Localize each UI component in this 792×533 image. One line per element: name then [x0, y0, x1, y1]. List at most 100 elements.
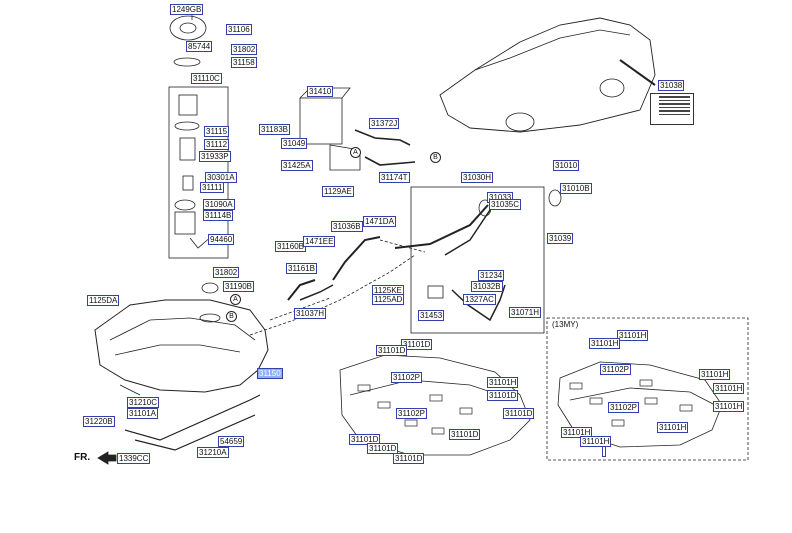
part-label[interactable]: 31101D [487, 390, 519, 401]
part-label[interactable]: 1339CC [117, 453, 151, 464]
part-label[interactable]: 1249GB [170, 4, 204, 15]
part-label[interactable]: 31071H [509, 307, 542, 318]
part-label[interactable]: 31101H [713, 383, 745, 394]
part-label[interactable]: 31101D [349, 434, 381, 445]
part-label[interactable]: 31101D [401, 339, 433, 350]
fuel-filter [179, 137, 196, 161]
part-label[interactable]: 31174T [379, 172, 410, 183]
part-label[interactable]: 31102P [396, 408, 427, 419]
part-label[interactable]: 31101H [487, 377, 519, 388]
part-label[interactable]: 1327AC [463, 294, 496, 305]
variant-label: (13MY) [552, 320, 579, 329]
part-label[interactable]: 31160B [275, 241, 306, 252]
filler-hose [332, 236, 381, 281]
fuel-tank [94, 299, 269, 393]
part-label[interactable]: 31101D [503, 408, 535, 419]
sender-cap [201, 282, 219, 294]
filler-neck-box [410, 186, 545, 334]
vent-hose [354, 129, 411, 146]
part-label[interactable]: 31210C [127, 397, 160, 408]
part-label[interactable]: 31114B [203, 210, 234, 221]
part-label[interactable]: 31102P [608, 402, 639, 413]
part-label[interactable]: 31101D [367, 443, 399, 454]
part-label[interactable]: 1125AD [372, 294, 405, 305]
part-label[interactable]: 31234 [478, 270, 505, 281]
part-label[interactable]: 94460 [208, 234, 235, 245]
part-label[interactable]: 1471EE [303, 236, 336, 247]
ref-circle: B [226, 311, 237, 322]
part-label[interactable]: 31036B [331, 221, 363, 232]
part-label[interactable]: 31102P [391, 372, 422, 383]
part-label[interactable]: 31101D [376, 345, 408, 356]
part-label[interactable]: 31158 [231, 57, 257, 68]
pump-flange [178, 94, 198, 116]
pump-motor [182, 175, 194, 191]
part-label[interactable]: 31410 [307, 86, 334, 97]
part-label[interactable]: 31101D [393, 453, 425, 464]
part-label[interactable]: 31220B [83, 416, 115, 427]
front-direction-label: FR. [74, 452, 91, 463]
part-label[interactable]: 31101H [580, 436, 612, 447]
part-label[interactable]: 1471DA [363, 216, 396, 227]
part-label[interactable]: 31101H [589, 338, 621, 349]
part-label[interactable]: 31101A [127, 408, 158, 419]
part-label[interactable]: 31112 [204, 139, 230, 150]
part-label[interactable]: 31425A [281, 160, 313, 171]
part-label[interactable]: 31038 [658, 80, 685, 91]
part-label[interactable]: 31183B [259, 124, 290, 135]
part-label[interactable]: 31111 [200, 182, 225, 193]
part-label[interactable]: 31037H [294, 308, 327, 319]
part-label[interactable]: 31161B [286, 263, 317, 274]
part-label[interactable]: 31030H [461, 172, 494, 183]
part-label[interactable]: 31372J [369, 118, 400, 129]
part-label[interactable]: 31035C [489, 199, 522, 210]
part-label[interactable]: 31010 [553, 160, 580, 171]
part-label[interactable]: 31110C [191, 73, 222, 84]
ref-circle: A [230, 294, 241, 305]
ref-circle: A [350, 147, 361, 158]
part-label[interactable]: 31210A [197, 447, 229, 458]
gasket-ring [173, 57, 201, 67]
fuel-door [548, 189, 562, 207]
part-label[interactable]: 31115 [204, 126, 230, 137]
pump-cover [169, 15, 207, 41]
tank-strap [124, 394, 261, 441]
part-label[interactable]: 31802 [231, 44, 258, 55]
part-label[interactable]: 54659 [218, 436, 245, 447]
part-label[interactable]: 31106 [226, 24, 252, 35]
part-label[interactable]: 31010B [560, 183, 592, 194]
part-label[interactable]: 1129AE [322, 186, 354, 197]
heat-shield-group-b [557, 361, 723, 448]
part-label[interactable] [602, 446, 606, 457]
part-label[interactable]: 31453 [418, 310, 445, 321]
part-label[interactable]: 31101D [449, 429, 481, 440]
car-silhouette [439, 17, 656, 133]
part-label[interactable]: 31802 [213, 267, 240, 278]
part-label[interactable]: 31102P [600, 364, 631, 375]
part-label[interactable]: 31101H [699, 369, 731, 380]
part-label[interactable]: 31101H [617, 330, 649, 341]
part-label[interactable]: 31049 [281, 138, 308, 149]
part-label-highlighted[interactable]: 31150 [257, 368, 283, 379]
filler-neck [394, 204, 489, 249]
part-label[interactable]: 85744 [186, 41, 213, 52]
canister-bracket [329, 144, 361, 171]
variant-13my-box [546, 317, 749, 461]
front-arrow-icon [97, 451, 117, 465]
part-label[interactable]: 31190B [223, 281, 254, 292]
ref-circle: B [430, 152, 441, 163]
part-label[interactable]: 31101H [657, 422, 689, 433]
part-label[interactable]: 31039 [547, 233, 574, 244]
part-label[interactable]: 31090A [203, 199, 235, 210]
part-label[interactable]: 31032B [471, 281, 503, 292]
part-label[interactable]: 31933P [199, 151, 231, 162]
part-label[interactable]: 31101H [713, 401, 745, 412]
bracket [427, 285, 444, 299]
warning-label-icon [650, 93, 694, 125]
part-label[interactable]: 31101H [561, 427, 593, 438]
reservoir-cup [174, 211, 196, 235]
part-label[interactable]: 1125DA [87, 295, 120, 306]
canister [299, 97, 343, 145]
